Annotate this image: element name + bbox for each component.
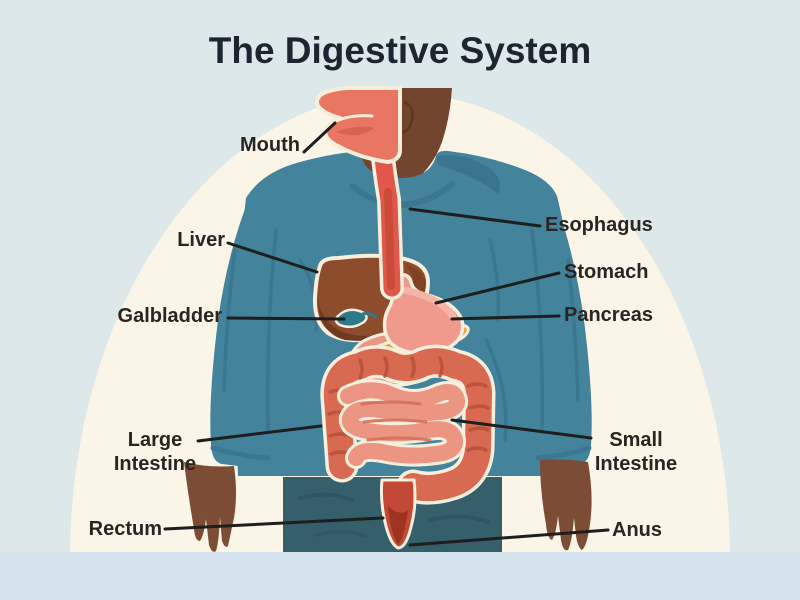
label-small-intestine-line1: Small bbox=[609, 429, 663, 451]
hood-bump bbox=[436, 155, 500, 194]
label-small-intestine: Small Intestine bbox=[556, 428, 716, 476]
digestive-organs bbox=[312, 86, 496, 550]
leader-line-large-intestine bbox=[196, 424, 323, 443]
label-mouth: Mouth bbox=[240, 134, 300, 156]
colon-segments bbox=[327, 356, 490, 456]
small-intestine-shape bbox=[337, 379, 468, 469]
leader-line-small-intestine bbox=[450, 418, 593, 440]
mouth-opening-line bbox=[328, 114, 374, 126]
esophagus-inner bbox=[384, 188, 395, 290]
background-bottom bbox=[0, 552, 800, 600]
label-large-intestine-line2: Intestine bbox=[113, 453, 197, 475]
rectum-dark bbox=[388, 506, 408, 545]
rectum-shape bbox=[379, 478, 417, 550]
label-rectum: Rectum bbox=[88, 518, 162, 540]
label-small-intestine-line2: Intestine bbox=[594, 453, 678, 475]
right-hand-shape bbox=[540, 459, 592, 551]
intestine-coil-lines bbox=[360, 400, 432, 442]
tongue bbox=[336, 126, 374, 136]
leader-line-esophagus bbox=[408, 207, 542, 228]
liver-shadow bbox=[318, 300, 395, 341]
stomach-shape bbox=[382, 273, 465, 356]
label-large-intestine-line1: Large bbox=[127, 429, 183, 451]
gallbladder-shape bbox=[334, 308, 378, 329]
label-large-intestine: Large Intestine bbox=[75, 428, 235, 476]
leader-lines bbox=[163, 121, 610, 547]
leader-line-liver bbox=[226, 241, 319, 274]
stomach-highlight bbox=[400, 286, 457, 321]
leader-line-galbladder bbox=[226, 316, 346, 321]
leader-line-rectum bbox=[163, 516, 385, 531]
leader-line-mouth bbox=[302, 121, 337, 154]
figure bbox=[184, 86, 592, 552]
ear-line bbox=[400, 100, 414, 135]
leader-line-pancreas bbox=[450, 314, 561, 321]
liver-notch bbox=[400, 262, 426, 322]
large-intestine-shape bbox=[320, 344, 496, 505]
diagram-title: The Digestive System bbox=[208, 30, 592, 71]
label-anus: Anus bbox=[612, 519, 662, 541]
label-galbladder: Galbladder bbox=[117, 305, 222, 327]
leader-line-stomach bbox=[434, 271, 561, 305]
label-pancreas: Pancreas bbox=[564, 304, 653, 326]
label-esophagus: Esophagus bbox=[545, 214, 653, 236]
label-liver: Liver bbox=[177, 229, 225, 251]
leader-line-anus bbox=[408, 528, 610, 547]
label-stomach: Stomach bbox=[564, 261, 649, 283]
hoodie-folds bbox=[210, 181, 592, 461]
left-hand-shape bbox=[184, 462, 236, 552]
mouth-esophagus-shape bbox=[315, 86, 404, 300]
